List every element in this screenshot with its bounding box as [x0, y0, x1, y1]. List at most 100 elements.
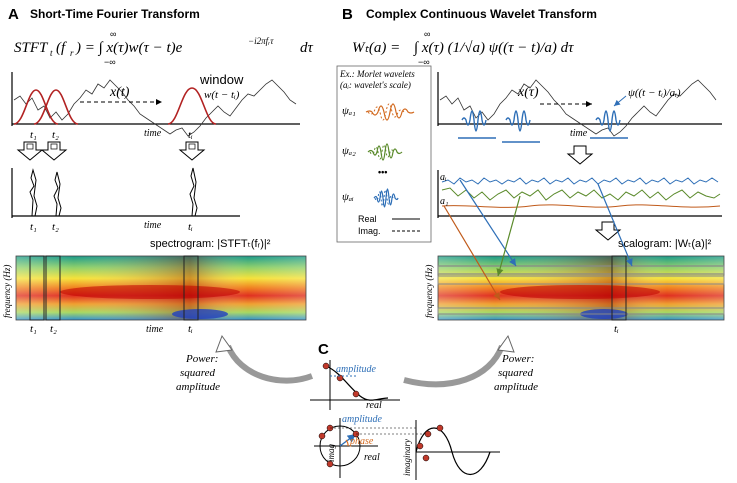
eq-cwt-body: ∫ x(τ) (1/√a) ψ((τ − t)/a) dτ	[413, 40, 574, 56]
time-label-b1: time	[570, 128, 588, 139]
eq-stft-upper: ∞	[110, 29, 116, 39]
imag-label: imag	[326, 444, 336, 463]
eq-stft-tail: dτ	[300, 40, 314, 56]
scalogram-row-ai	[437, 265, 725, 275]
morlet-a2-imag	[369, 144, 395, 160]
window-t2	[33, 89, 79, 125]
wavelet-t2	[505, 110, 531, 132]
map-arrow-a1	[443, 205, 501, 301]
eq-stft-arg: (f	[56, 40, 67, 56]
panel-a-letter: A	[8, 6, 19, 23]
t1-label-a2: t₁	[30, 221, 37, 233]
morlet-ai-real	[373, 188, 399, 208]
eq-cwt-lhs: Wₜ(a) =	[352, 40, 400, 56]
map-arrow-ai	[459, 179, 517, 267]
t1-label-a1: t₁	[30, 129, 37, 141]
legend-title-2: (aᵢ: wavelet's scale)	[340, 80, 411, 90]
wavelet-t1	[461, 110, 487, 132]
power-arrow-left-head	[215, 334, 233, 353]
spectra-plot: time t₁ t₂ tᵢ	[11, 167, 240, 233]
power-arrow-right-head	[497, 334, 515, 353]
ai-label: aᵢ	[440, 172, 447, 183]
psi-dots: •••	[378, 167, 387, 177]
eq-stft-arg-sub: r	[70, 48, 74, 58]
signal-label-b: x(τ)	[517, 85, 539, 100]
imaginary-label: imaginary	[402, 439, 412, 476]
scale-axis-b: frequency (Hz)	[424, 265, 434, 318]
amplitude-label-2: amplitude	[342, 414, 383, 425]
spectrogram-window-t2	[45, 255, 61, 321]
real-label-1: real	[366, 400, 382, 411]
window-t1	[13, 89, 59, 125]
scalogram	[437, 255, 725, 321]
t2-label-a3: t₂	[50, 323, 57, 335]
t2-label-a2: t₂	[52, 221, 59, 233]
spectrogram-window-t1	[29, 255, 45, 321]
wavelet-ti	[595, 110, 621, 132]
eq-stft-sub: t	[50, 48, 53, 58]
cwt-equation: Wₜ(a) = ∫ x(τ) (1/√a) ψ((τ − t)/a) dτ ∞ …	[352, 29, 574, 67]
signal-plot-a: x(t) window w(t − tᵢ) time t₁ t₂ tᵢ	[11, 72, 300, 141]
eq-stft-lower: −∞	[104, 57, 116, 67]
psi-a1-label: ψₐ₁	[342, 105, 356, 117]
legend-imag: Imag.	[358, 226, 381, 236]
phase-label: phase	[349, 436, 374, 447]
time-label-a3: time	[146, 324, 164, 335]
scalogram-window-ti	[611, 255, 627, 321]
eq-cwt-lower: −∞	[418, 57, 430, 67]
power-right-1: Power:	[501, 353, 534, 365]
signal-plot-b: x(τ) ψ((t − tᵢ)/aᵢ) time	[437, 72, 722, 143]
map-arrow-a2	[496, 195, 521, 277]
window-label: window	[199, 72, 244, 87]
wavelet-coefficients: aᵢ a₁	[437, 170, 722, 218]
legend-real: Real	[358, 214, 377, 224]
ti-label-b: tᵢ	[614, 323, 619, 335]
scalogram-label: scalogram: |Wₜ(a)|²	[618, 238, 712, 250]
morlet-a1-imag	[367, 103, 405, 121]
amplitude-label-1: amplitude	[336, 364, 377, 375]
coef-a1	[441, 204, 721, 208]
morlet-a2-real	[367, 143, 403, 161]
t1-label-a3: t₁	[30, 323, 37, 335]
eq-stft: STFT	[14, 40, 49, 56]
power-left-3: amplitude	[176, 381, 220, 393]
wavelet-legend: Ex.: Morlet wavelets (aᵢ: wavelet's scal…	[336, 65, 432, 243]
power-left-1: Power:	[185, 353, 218, 365]
spectrogram-label: spectrogram: |STFTₜ(fᵣ)|²	[150, 238, 271, 250]
power-arrow-right	[403, 344, 505, 388]
legend-title-1: Ex.: Morlet wavelets	[339, 69, 415, 79]
stft-equation: STFT t (f r ) = ∫ x(τ)w(τ − t)e −i2πfᵣτ …	[14, 29, 314, 67]
psi-a2-label: ψₐ₂	[342, 145, 356, 157]
wavelet-expr: ψ((t − tᵢ)/aᵢ)	[628, 87, 681, 99]
morlet-a1-real	[365, 103, 415, 121]
morlet-ai-imag	[374, 189, 394, 207]
coef-a2	[441, 187, 721, 201]
scalogram-row-a2	[437, 275, 725, 285]
amplitude-diagram: amplitude real	[310, 360, 400, 411]
t2-label-a1: t₂	[52, 129, 59, 141]
signal-trace-b	[439, 79, 717, 137]
eq-stft-body: ) = ∫ x(τ)w(τ − t)e	[75, 40, 183, 56]
eq-stft-exp: −i2πfᵣτ	[248, 36, 274, 46]
panel-b-title: Complex Continuous Wavelet Transform	[366, 7, 597, 21]
ti-label-a2: tᵢ	[188, 221, 193, 233]
a1-label: a₁	[440, 196, 448, 207]
complex-plane-diagram: amplitude phase real imag	[314, 414, 428, 478]
down-arrow-b1	[566, 145, 594, 165]
window-expr: w(t − tᵢ)	[204, 89, 240, 101]
ti-label-a3: tᵢ	[188, 323, 193, 335]
time-label-a1: time	[144, 128, 162, 139]
imaginary-sine-diagram: imaginary	[402, 420, 500, 480]
signal-trace-a	[13, 79, 297, 137]
panel-b-letter: B	[342, 6, 353, 23]
spectrogram-window-ti	[183, 255, 199, 321]
power-left-2: squared	[180, 367, 216, 379]
panel-a-title: Short-Time Fourier Transform	[30, 7, 200, 21]
freq-axis-a: frequency (Hz)	[2, 265, 12, 318]
signal-label-a: x(t)	[109, 85, 130, 100]
real-label-2: real	[364, 452, 380, 463]
psi-ai-label: ψₐᵢ	[342, 191, 354, 203]
eq-cwt-upper: ∞	[424, 29, 430, 39]
ti-label-a1: tᵢ	[188, 129, 193, 141]
